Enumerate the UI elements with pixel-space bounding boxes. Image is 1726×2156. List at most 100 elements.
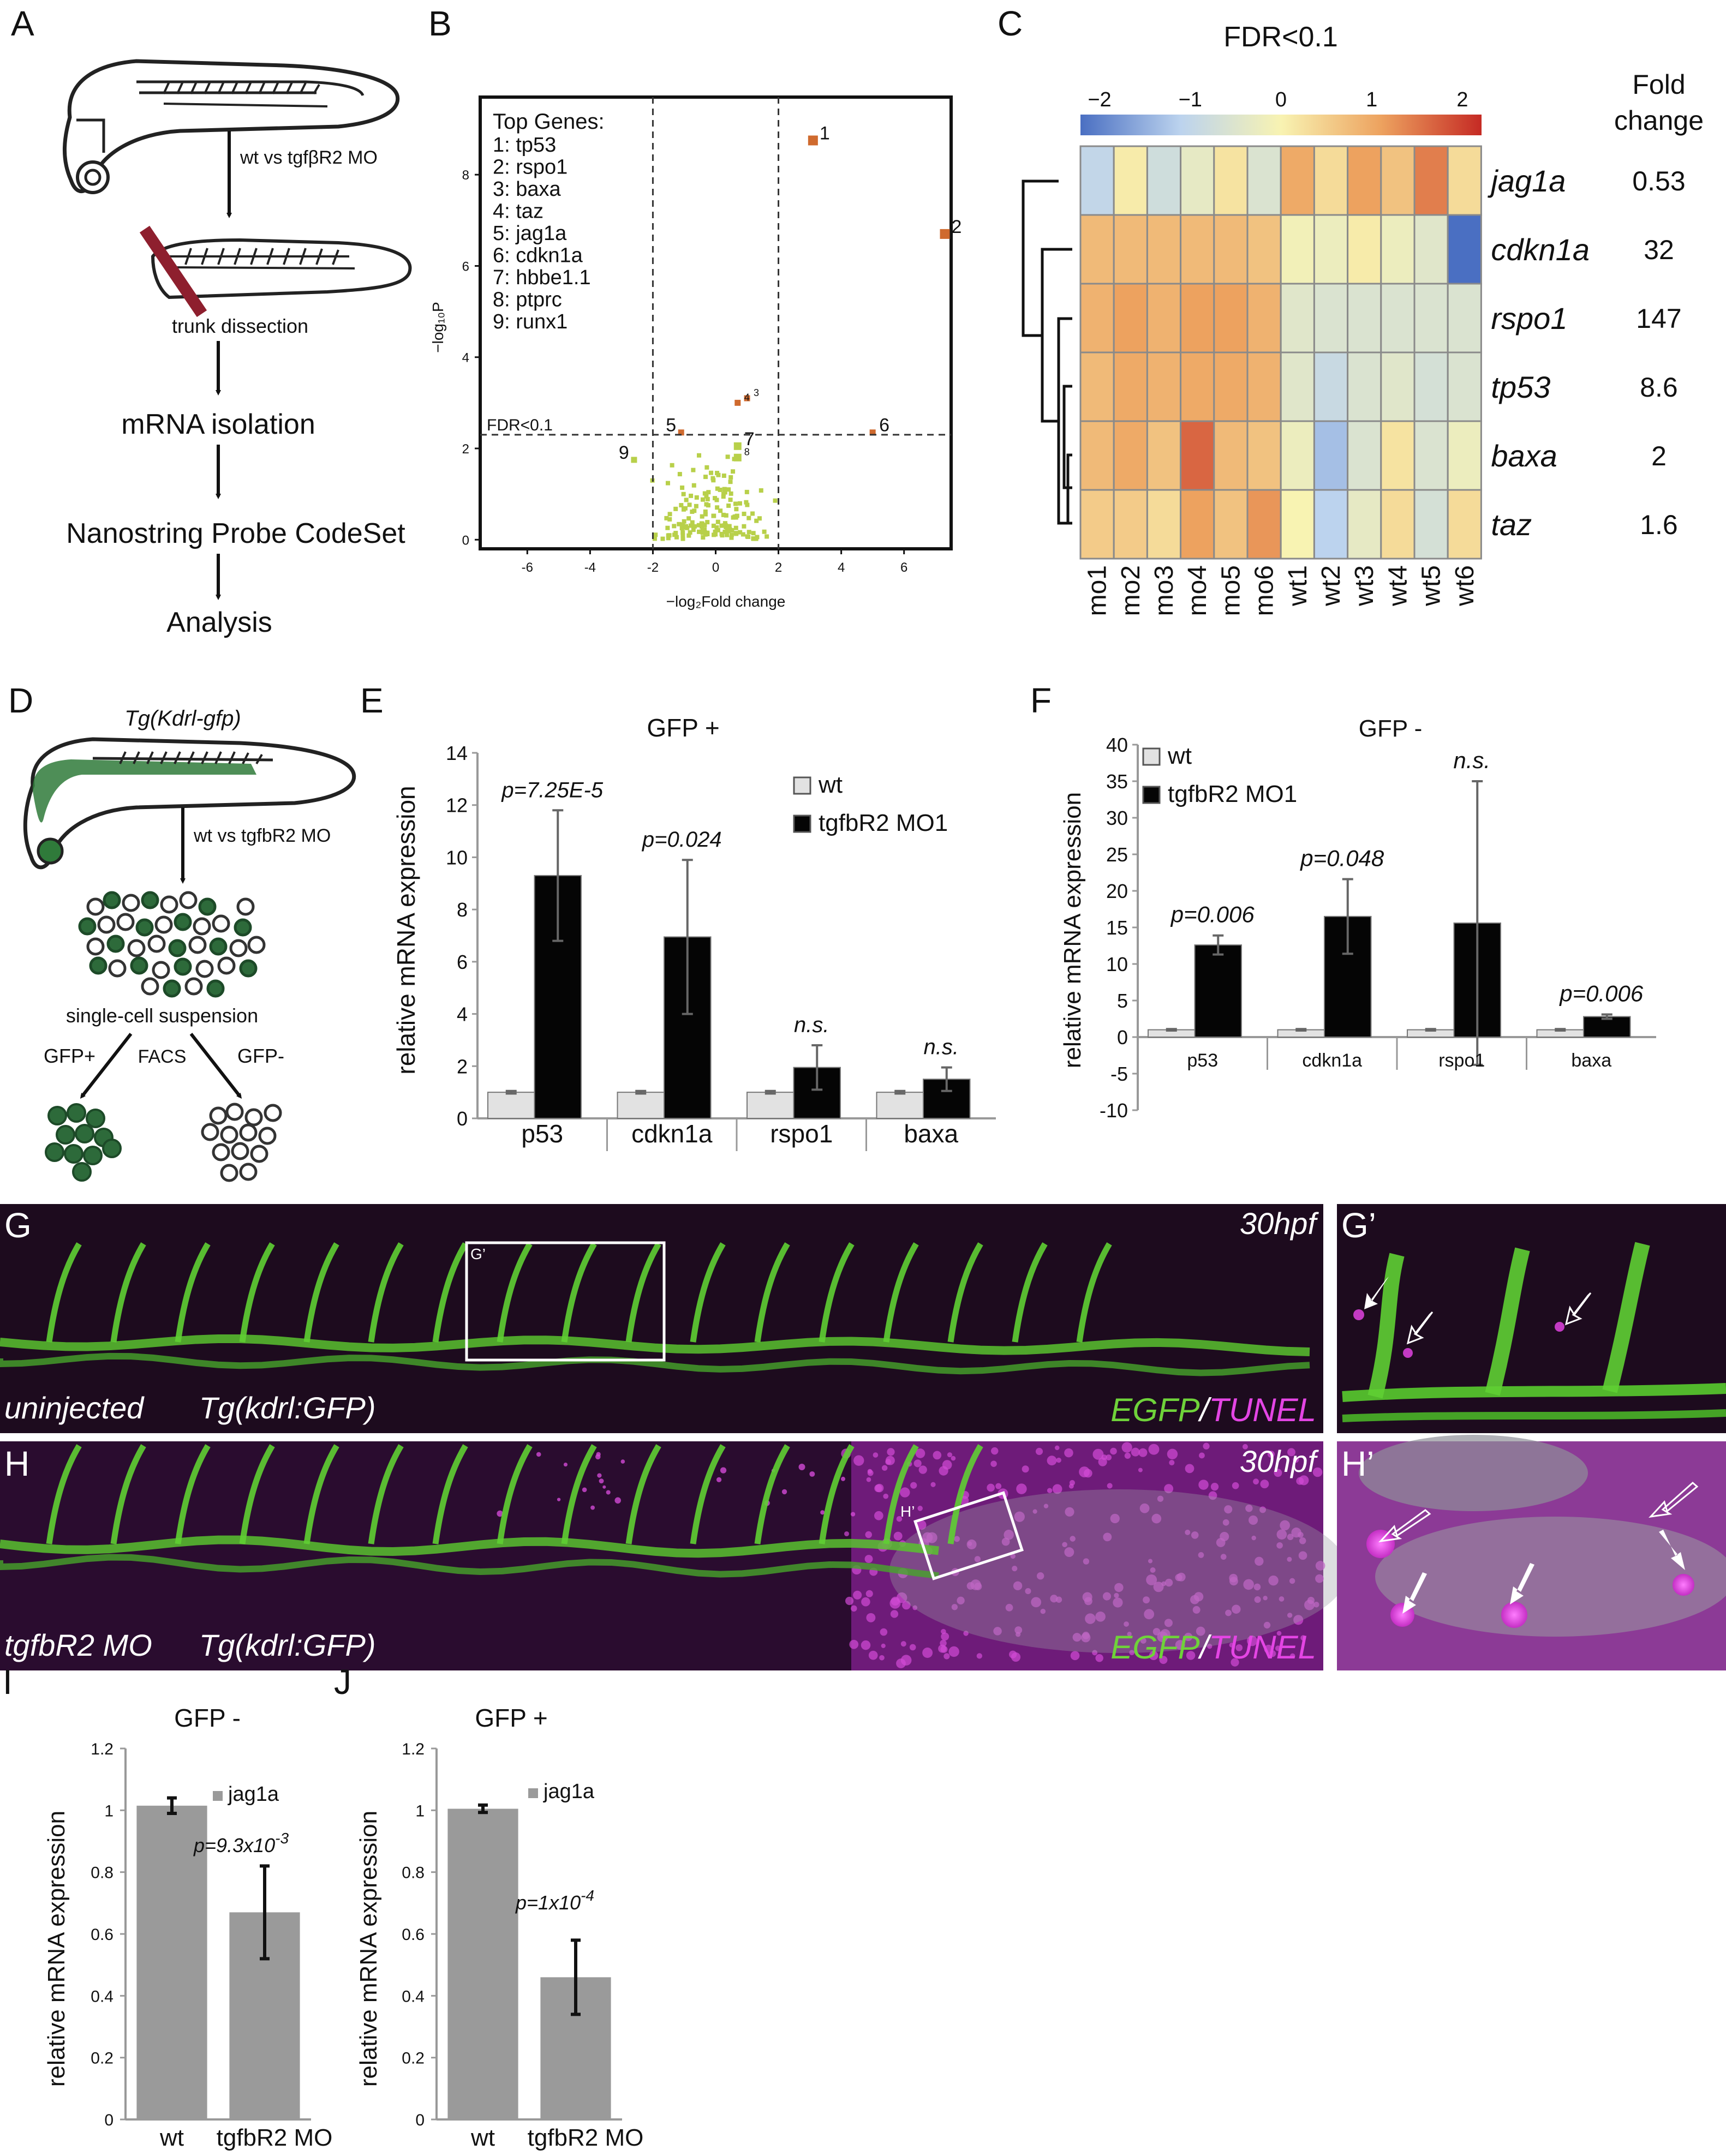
tunel-nucleus [1062, 1542, 1067, 1548]
volcano-background-point [705, 531, 710, 536]
intersegmental-vessel [1012, 1242, 1048, 1343]
tunel-nucleus [1140, 1638, 1146, 1644]
tunel-nucleus [990, 1460, 997, 1467]
tunel-nucleus [865, 1531, 872, 1538]
volcano-y-tick-label: 4 [462, 351, 469, 366]
panel-a-comparison: wt vs tgfβR2 MO [240, 147, 378, 168]
heatmap-cell-baxa-wt6 [1447, 420, 1482, 491]
cell [89, 956, 107, 975]
tunel-nucleus [1190, 1595, 1199, 1604]
tunel-nucleus [1092, 1650, 1098, 1656]
tunel-nucleus [1005, 1603, 1013, 1612]
tunel-nucleus [1276, 1542, 1283, 1549]
bar-baxa-wt [876, 1092, 924, 1119]
gfp-negative-cell [212, 1143, 230, 1161]
inset-vessel [1342, 1409, 1726, 1422]
bar-category-label: tgfbR2 MO [217, 2124, 333, 2151]
volcano-background-point [733, 525, 738, 530]
volcano-y-tick-label: 6 [462, 259, 469, 274]
heatmap-cell-jag1a-mo6 [1246, 145, 1282, 216]
micrograph-h-time: 30hpf [1240, 1444, 1319, 1478]
tunel-nucleus [1092, 1448, 1104, 1460]
intersegmental-vessel [819, 1444, 855, 1544]
tunel-nucleus [1235, 1644, 1243, 1651]
heatmap-cell-taz-mo2 [1113, 489, 1148, 560]
heatmap-cell-rspo1-mo3 [1146, 283, 1182, 354]
panel-d-facs-label: FACS [138, 1046, 187, 1067]
tunel-nucleus [883, 1493, 889, 1499]
tunel-dot [606, 1490, 611, 1495]
cell [184, 977, 203, 996]
tunel-nucleus [1249, 1515, 1258, 1525]
legend-label: tgfbR2 MO1 [1168, 781, 1297, 807]
bar-category-label: wt [470, 2124, 495, 2151]
volcano-background-point [705, 520, 710, 525]
volcano-background-point [704, 494, 709, 499]
tunel-nucleus [853, 1455, 864, 1466]
gfp-positive-cell [86, 1109, 105, 1128]
p-value-base: p=9.3x10 [193, 1834, 275, 1856]
tunel-nucleus [1184, 1632, 1193, 1642]
heatmap-column-label: wt5 [1417, 565, 1446, 607]
p-value-base: p=1x10 [515, 1891, 581, 1914]
bar-baxa-tgfbR2 MO1 [923, 1079, 971, 1119]
tunel-nucleus [1107, 1483, 1113, 1489]
tunel-nucleus [1150, 1567, 1156, 1573]
tunel-dot [720, 1467, 727, 1474]
tunel-nucleus [916, 1520, 927, 1530]
volcano-background-point [765, 534, 769, 539]
tunel-dot [599, 1478, 604, 1484]
tunel-nucleus [966, 1582, 975, 1590]
cell [130, 956, 148, 975]
volcano-background-point [703, 530, 708, 535]
panel-g-micrograph: G’ G 30hpf uninjected Tg(kdrl:GFP) EGFP/… [0, 1204, 1323, 1433]
bar-significance-label: n.s. [794, 1013, 829, 1037]
tunel-nucleus [896, 1516, 903, 1522]
tunel-nucleus [1186, 1651, 1196, 1660]
tunel-nucleus [1175, 1640, 1185, 1650]
gfp-positive-cell [83, 1146, 103, 1165]
heatmap-cell-rspo1-wt1 [1280, 283, 1315, 354]
volcano-background-point [680, 533, 685, 538]
volcano-background-point [728, 498, 733, 502]
micrograph-h-stain-label: EGFP/TUNEL [1110, 1629, 1316, 1666]
heatmap-cell-tp53-mo1 [1079, 351, 1115, 422]
bar-y-tick-label: 0.6 [91, 1926, 114, 1944]
bar-rspo1-wt [746, 1092, 795, 1119]
intersegmental-vessel [819, 1242, 855, 1343]
bar-j-title: GFP + [475, 1704, 547, 1732]
heatmap-cell-jag1a-wt4 [1380, 145, 1416, 216]
volcano-background-point [724, 525, 728, 530]
heatmap-cell-taz-mo6 [1246, 489, 1282, 560]
fold-change-header-line1: Fold [1632, 69, 1685, 100]
intersegmental-vessel [46, 1444, 82, 1544]
volcano-background-point [728, 480, 733, 484]
tunel-nucleus [1121, 1442, 1132, 1453]
tunel-nucleus [1056, 1457, 1061, 1463]
intersegmental-vessel [883, 1242, 919, 1343]
volcano-point-8 [733, 453, 742, 462]
heatmap-column-label: mo2 [1116, 565, 1145, 616]
volcano-legend-item: 2: rspo1 [493, 156, 568, 179]
gfp-negative-cell [209, 1106, 228, 1125]
bar-i-title: GFP - [174, 1704, 241, 1732]
volcano-y-tick-label: 8 [462, 168, 469, 183]
gfp-negative-cell [258, 1127, 277, 1145]
volcano-background-point [714, 525, 719, 530]
cell [122, 894, 140, 912]
micrograph-g-vessels [0, 1242, 1310, 1376]
tunel-nucleus [902, 1601, 911, 1610]
heatmap-row-label: rspo1 [1491, 301, 1567, 336]
heatmap-cell-tp53-wt3 [1347, 351, 1382, 422]
heatmap-cell-jag1a-wt1 [1280, 145, 1315, 216]
heatmap-cell-tp53-wt4 [1380, 351, 1416, 422]
heatmap-cell-cdkn1a-wt2 [1313, 214, 1349, 285]
volcano-background-point [734, 507, 739, 512]
volcano-background-point [711, 523, 716, 528]
heatmap-cell-rspo1-mo5 [1213, 283, 1249, 354]
intersegmental-vessel [368, 1242, 404, 1343]
tunel-nucleus [1208, 1491, 1217, 1500]
cell [160, 895, 178, 914]
cell [154, 915, 173, 934]
